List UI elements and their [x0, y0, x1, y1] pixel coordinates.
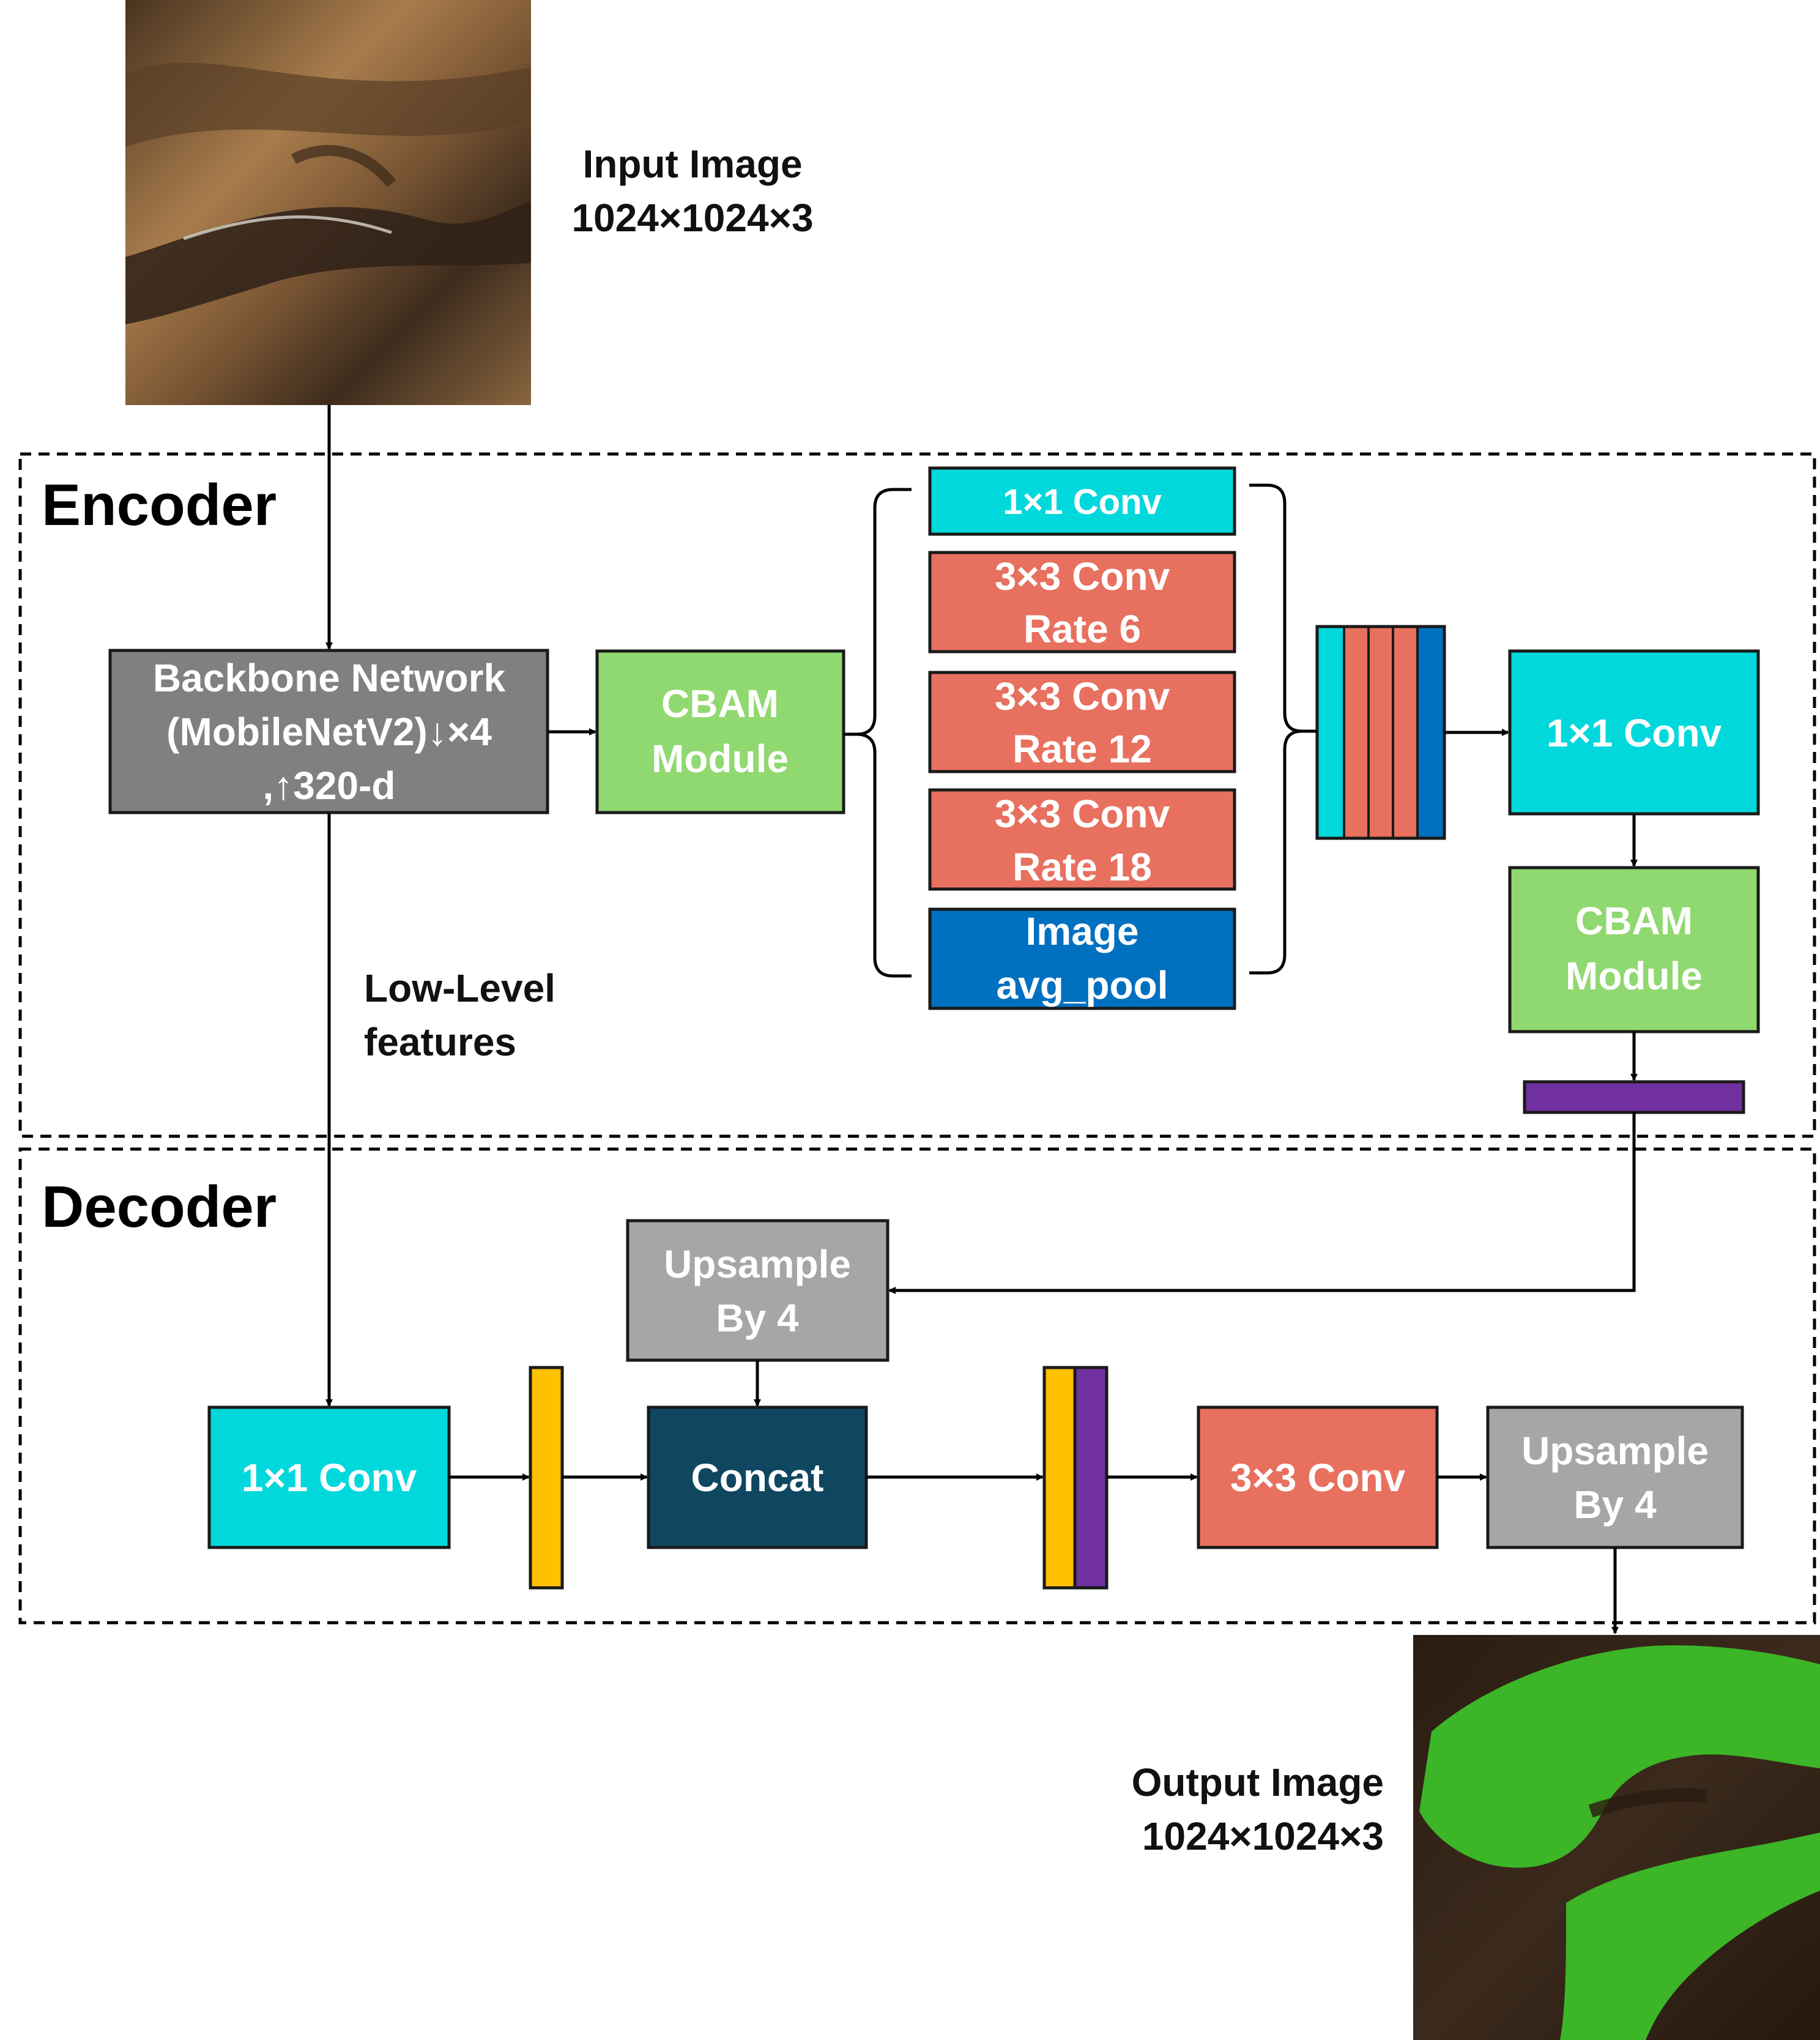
- encoder-conv1x1-label: 1×1 Conv: [1547, 711, 1722, 755]
- aspp-rate18-line1: 3×3 Conv: [995, 792, 1170, 836]
- backbone-line3: ,↑320-d: [263, 764, 396, 808]
- upsample-box-2: Upsample By 4: [1486, 1405, 1744, 1549]
- aspp-rate6-box: 3×3 Conv Rate 6: [928, 551, 1236, 653]
- aspp-concat-feature-block: [1315, 625, 1446, 840]
- upsample-box-1: Upsample By 4: [626, 1219, 890, 1362]
- aspp-conv1x1-label: 1×1 Conv: [1003, 482, 1162, 522]
- cbam2-line2: Module: [1566, 954, 1703, 998]
- input-image-size: 1024×1024×3: [571, 196, 813, 240]
- lowlevel-line1: Low-Level: [364, 966, 555, 1010]
- output-image-size: 1024×1024×3: [1142, 1814, 1384, 1858]
- aspp-image-pool-box: Image avg_pool: [928, 907, 1236, 1010]
- decoder-conv1x1-label: 1×1 Conv: [242, 1456, 417, 1500]
- decoder-conv1x1-box: 1×1 Conv: [207, 1405, 451, 1549]
- upsample2-line2: By 4: [1573, 1483, 1657, 1527]
- decoder-title: Decoder: [42, 1174, 277, 1240]
- aspp-pool-line1: Image: [1026, 909, 1139, 953]
- cbam2-line1: CBAM: [1575, 899, 1693, 943]
- decoder-conv3x3-box: 3×3 Conv: [1197, 1405, 1439, 1549]
- encoder-output-feature: [1523, 1080, 1745, 1114]
- output-image: [1413, 1635, 1820, 2040]
- cbam-module-box-2: CBAM Module: [1508, 866, 1760, 1033]
- aspp-rate6-line2: Rate 6: [1023, 607, 1141, 651]
- input-image-title: Input Image: [582, 142, 802, 186]
- aspp-pool-line2: avg_pool: [997, 963, 1168, 1007]
- decoder-region: [18, 1147, 1816, 1625]
- aspp-rate18-line2: Rate 18: [1012, 845, 1152, 889]
- aspp-rate12-line2: Rate 12: [1012, 727, 1152, 771]
- upsample2-line1: Upsample: [1521, 1429, 1709, 1473]
- lowlevel-feature-bar: [529, 1366, 564, 1590]
- backbone-network-box: Backbone Network (MobileNetV2)↓×4 ,↑320-…: [108, 649, 549, 814]
- encoder-region: [18, 452, 1816, 1138]
- decoder-conv3x3-label: 3×3 Conv: [1230, 1456, 1406, 1500]
- aspp-left-brace: [856, 488, 912, 978]
- aspp-rate12-box: 3×3 Conv Rate 12: [928, 671, 1236, 773]
- lowlevel-line2: features: [364, 1020, 516, 1064]
- aspp-rate18-box: 3×3 Conv Rate 18: [928, 788, 1236, 891]
- cbam1-line1: CBAM: [661, 682, 779, 726]
- encoder-title: Encoder: [42, 472, 277, 538]
- concat-label: Concat: [691, 1456, 824, 1500]
- aspp-right-brace: [1249, 483, 1302, 975]
- aspp-rate12-line1: 3×3 Conv: [995, 674, 1170, 718]
- backbone-line1: Backbone Network: [153, 656, 506, 700]
- upsample1-line1: Upsample: [664, 1242, 851, 1286]
- encoder-conv1x1-box: 1×1 Conv: [1508, 649, 1760, 816]
- aspp-conv1x1-box: 1×1 Conv: [928, 466, 1236, 536]
- upsample1-line2: By 4: [716, 1296, 799, 1340]
- concat-box: Concat: [647, 1405, 868, 1549]
- input-image: [125, 0, 531, 405]
- output-image-title: Output Image: [1132, 1760, 1384, 1804]
- aspp-rate6-line1: 3×3 Conv: [995, 554, 1170, 598]
- concatenated-feature-bars: [1042, 1366, 1109, 1590]
- backbone-line2: (MobileNetV2)↓×4: [166, 710, 492, 754]
- cbam-module-box-1: CBAM Module: [595, 649, 845, 814]
- connectors: [325, 405, 1638, 1634]
- cbam1-line2: Module: [652, 737, 789, 781]
